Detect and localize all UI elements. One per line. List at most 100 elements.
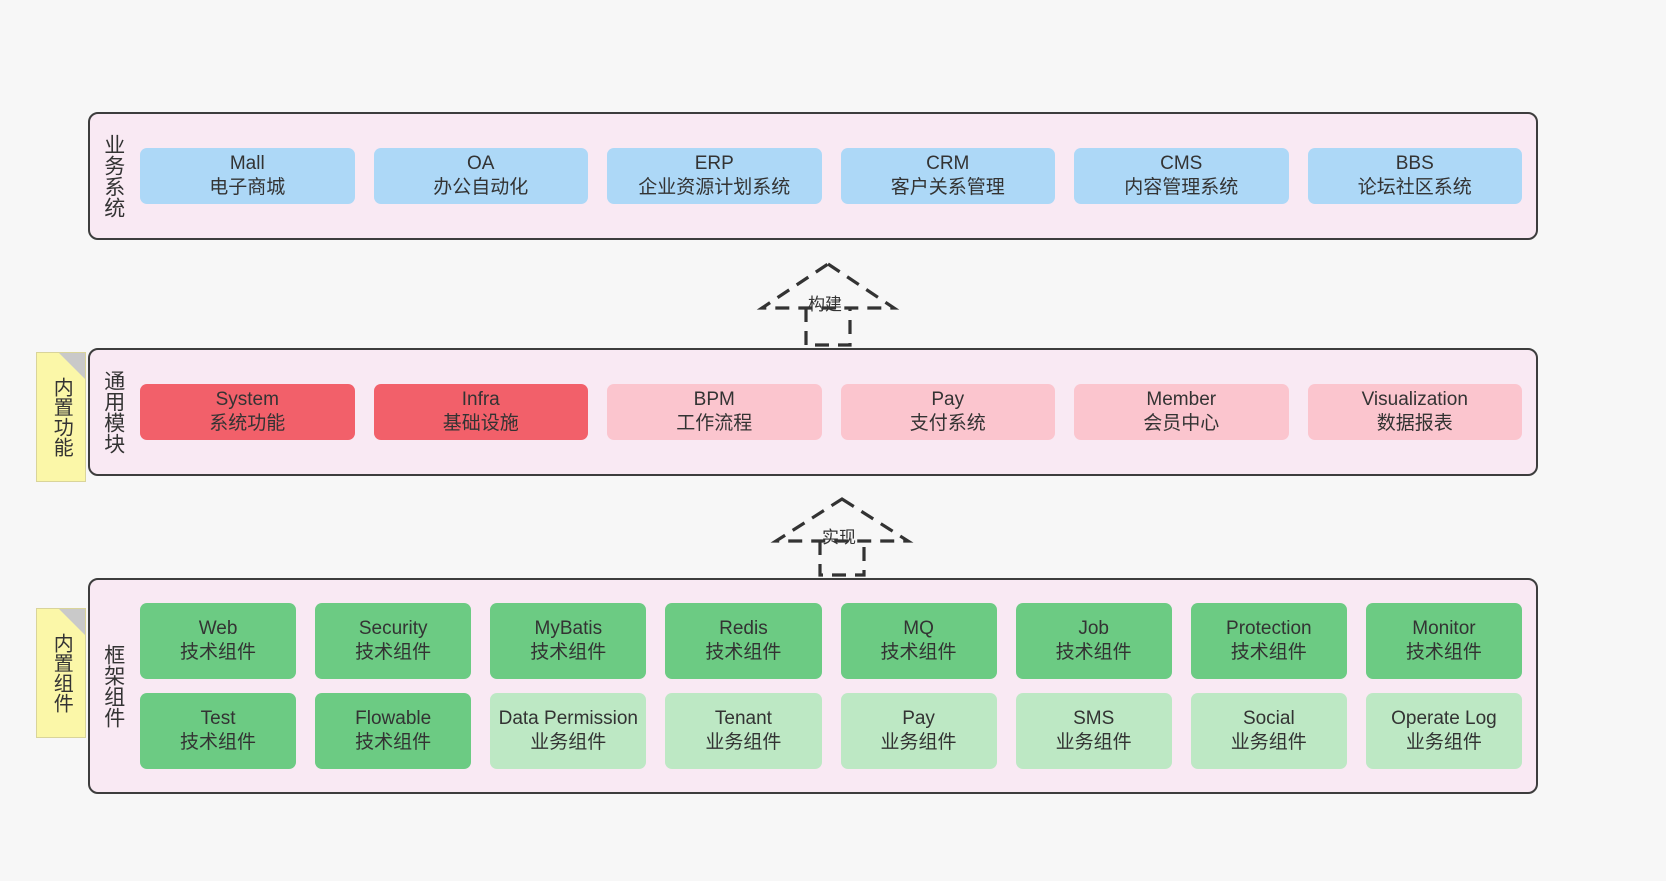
node-subtitle: 基础设施 [442,413,519,434]
connector-implement-label: 实现 [822,528,856,547]
node-title: MyBatis [534,617,603,639]
node-title: CRM [926,152,970,174]
node-title: Member [1146,388,1217,410]
node-subtitle: 技术组件 [1055,642,1132,663]
node-subtitle: 业务组件 [1405,732,1482,753]
node-flowable[interactable]: Flowable 技术组件 [315,693,472,769]
node-subtitle: 技术组件 [705,642,782,663]
node-mybatis[interactable]: MyBatis 技术组件 [490,603,647,679]
layer-body-modules: System 系统功能 Infra 基础设施 BPM 工作流程 Pay 支付系统… [136,350,1536,474]
node-subtitle: 论坛社区系统 [1357,177,1472,198]
node-oa[interactable]: OA 办公自动化 [373,147,588,205]
node-subtitle: 技术组件 [355,642,432,663]
node-title: Operate Log [1391,707,1497,729]
modules-row: System 系统功能 Infra 基础设施 BPM 工作流程 Pay 支付系统… [140,383,1522,441]
note-builtin-components: 内置组件 [36,608,86,738]
layer-title-framework: 框架组件 [101,644,125,728]
node-subtitle: 内容管理系统 [1124,177,1239,198]
node-subtitle: 技术组件 [355,732,432,753]
layer-framework-components: 框架组件 Web 技术组件 Security 技术组件 MyBatis 技术组件… [88,578,1538,794]
node-subtitle: 数据报表 [1376,413,1453,434]
node-title: Data Permission [498,707,638,729]
node-erp[interactable]: ERP 企业资源计划系统 [607,147,822,205]
note-label: 内置组件 [50,633,73,713]
node-mq[interactable]: MQ 技术组件 [840,603,997,679]
node-bbs[interactable]: BBS 论坛社区系统 [1307,147,1522,205]
connector-build-label: 构建 [808,295,842,314]
node-subtitle: 业务组件 [530,732,607,753]
node-subtitle: 系统功能 [209,413,286,434]
node-title: Social [1242,707,1295,729]
node-subtitle: 技术组件 [530,642,607,663]
note-fold-icon [59,353,85,379]
node-subtitle: 支付系统 [909,413,986,434]
node-web[interactable]: Web 技术组件 [140,603,297,679]
node-title: Web [198,617,238,639]
node-subtitle: 技术组件 [1405,642,1482,663]
node-subtitle: 业务组件 [1055,732,1132,753]
node-subtitle: 业务组件 [705,732,782,753]
connector-implement: 实现 [770,497,914,577]
node-cms[interactable]: CMS 内容管理系统 [1074,147,1289,205]
node-monitor[interactable]: Monitor 技术组件 [1365,603,1522,679]
node-title: CMS [1160,152,1203,174]
node-subtitle: 会员中心 [1143,413,1220,434]
node-job[interactable]: Job 技术组件 [1015,603,1172,679]
node-subtitle: 办公自动化 [433,177,529,198]
node-operate-log[interactable]: Operate Log 业务组件 [1365,693,1522,769]
node-title: BPM [693,388,735,410]
node-subtitle: 业务组件 [1230,732,1307,753]
node-subtitle: 工作流程 [676,413,753,434]
business-row: Mall 电子商城 OA 办公自动化 ERP 企业资源计划系统 CRM 客户关系… [140,147,1522,205]
node-subtitle: 技术组件 [180,642,257,663]
node-system[interactable]: System 系统功能 [140,383,355,441]
note-builtin-features: 内置功能 [36,352,86,482]
node-sms[interactable]: SMS 业务组件 [1015,693,1172,769]
node-redis[interactable]: Redis 技术组件 [665,603,822,679]
node-infra[interactable]: Infra 基础设施 [373,383,588,441]
node-title: ERP [694,152,734,174]
node-title: Visualization [1361,388,1468,410]
node-tenant[interactable]: Tenant 业务组件 [665,693,822,769]
note-label: 内置功能 [50,377,73,457]
framework-row-tech: Web 技术组件 Security 技术组件 MyBatis 技术组件 Redi… [140,603,1522,679]
layer-business-systems: 业务系统 Mall 电子商城 OA 办公自动化 ERP 企业资源计划系统 CRM… [88,112,1538,240]
node-title: Redis [719,617,768,639]
framework-row-biz: Test 技术组件 Flowable 技术组件 Data Permission … [140,693,1522,769]
node-subtitle: 企业资源计划系统 [638,177,791,198]
node-title: Mall [229,152,265,174]
node-title: BBS [1395,152,1434,174]
node-protection[interactable]: Protection 技术组件 [1190,603,1347,679]
node-title: Pay [931,388,965,410]
node-test[interactable]: Test 技术组件 [140,693,297,769]
node-subtitle: 业务组件 [880,732,957,753]
node-title: Protection [1226,617,1312,639]
node-security[interactable]: Security 技术组件 [315,603,472,679]
node-title: System [215,388,279,410]
node-pay-component[interactable]: Pay 业务组件 [840,693,997,769]
node-title: Tenant [714,707,772,729]
generalization-arrow-icon [770,497,914,577]
node-visualization[interactable]: Visualization 数据报表 [1307,383,1522,441]
layer-body-framework: Web 技术组件 Security 技术组件 MyBatis 技术组件 Redi… [136,580,1536,792]
node-subtitle: 技术组件 [880,642,957,663]
note-fold-icon [59,609,85,635]
generalization-arrow-icon [756,262,900,347]
node-social[interactable]: Social 业务组件 [1190,693,1347,769]
node-title: Test [200,707,236,729]
node-title: Monitor [1412,617,1476,639]
node-member[interactable]: Member 会员中心 [1074,383,1289,441]
layer-common-modules: 通用模块 System 系统功能 Infra 基础设施 BPM 工作流程 Pay… [88,348,1538,476]
layer-body-business: Mall 电子商城 OA 办公自动化 ERP 企业资源计划系统 CRM 客户关系… [136,114,1536,238]
node-pay[interactable]: Pay 支付系统 [840,383,1055,441]
connector-build: 构建 [756,262,900,347]
node-mall[interactable]: Mall 电子商城 [140,147,355,205]
layer-title-business: 业务系统 [101,134,125,218]
node-bpm[interactable]: BPM 工作流程 [607,383,822,441]
node-title: Pay [902,707,935,729]
node-crm[interactable]: CRM 客户关系管理 [840,147,1055,205]
node-subtitle: 技术组件 [1230,642,1307,663]
node-title: Infra [461,388,500,410]
node-data-permission[interactable]: Data Permission 业务组件 [490,693,647,769]
